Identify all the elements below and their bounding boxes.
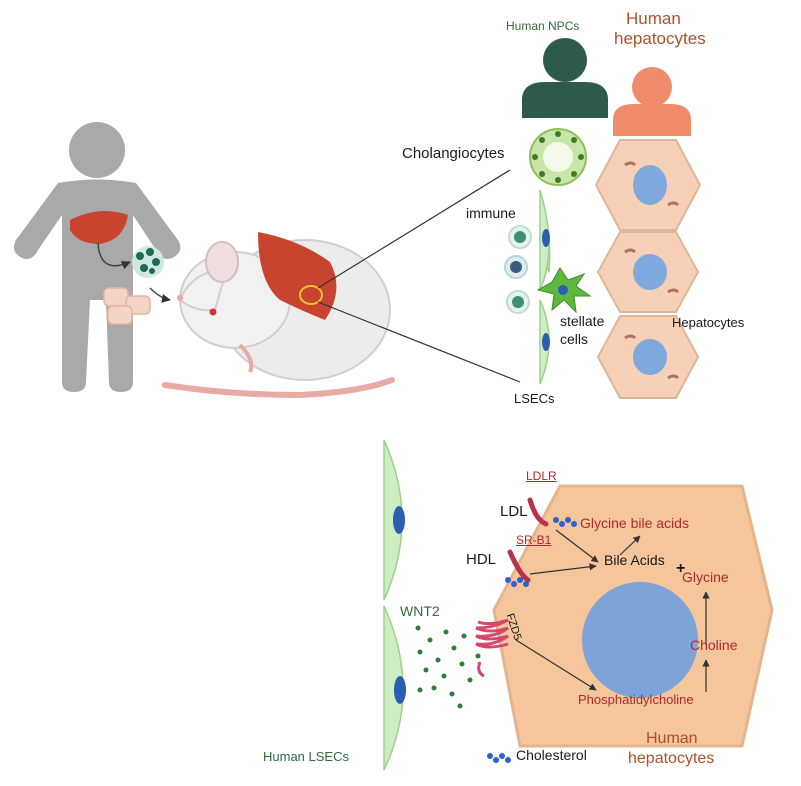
stellate-label-line2: cells bbox=[560, 331, 589, 347]
cell-cluster-icon bbox=[132, 246, 164, 278]
wnt2-label: WNT2 bbox=[400, 603, 440, 619]
liver-icon bbox=[70, 211, 131, 270]
person-icon bbox=[522, 38, 608, 118]
transplant-arrow bbox=[149, 287, 171, 303]
hepatocyte-cluster-icon bbox=[103, 287, 151, 325]
bile-acids-label: Bile Acids bbox=[604, 552, 665, 568]
hepatocytes-label: Hepatocytes bbox=[672, 315, 745, 330]
human-npcs-label: Human NPCs bbox=[506, 19, 580, 33]
bottom-human-hepatocytes-line2: hepatocytes bbox=[628, 750, 715, 767]
glycine-label: Glycine bbox=[682, 569, 729, 585]
srb1-receptor-icon bbox=[507, 549, 531, 583]
ldl-label: LDL bbox=[500, 503, 528, 520]
zoom-line-bottom bbox=[317, 301, 521, 383]
zoom-line-top bbox=[317, 169, 511, 289]
immune-label: immune bbox=[466, 205, 516, 221]
glycine-bile-acids-label: Glycine bile acids bbox=[580, 515, 689, 531]
human-hepatocytes-label-line2: hepatocytes bbox=[614, 29, 706, 48]
lsec-nucleus bbox=[542, 333, 550, 351]
human-silhouette-icon bbox=[14, 122, 181, 392]
lsec-nucleus bbox=[393, 506, 405, 534]
cholangiocyte-icon bbox=[529, 128, 587, 186]
bottom-human-hepatocytes-line1: Human bbox=[646, 730, 698, 747]
fzd5-receptor-icon bbox=[475, 618, 509, 678]
person-icon bbox=[613, 67, 691, 136]
big-hepatocyte-icon bbox=[492, 484, 774, 748]
immune-cell-icon bbox=[504, 225, 532, 314]
hdl-label: HDL bbox=[466, 551, 497, 568]
plus-sign: + bbox=[676, 560, 686, 577]
mouse-icon bbox=[162, 232, 395, 399]
cholangiocytes-label: Cholangiocytes bbox=[402, 145, 505, 162]
wnt2-ligand-dots bbox=[415, 625, 481, 709]
cholesterol-icon bbox=[487, 517, 577, 763]
lsec-nucleus bbox=[394, 676, 406, 704]
human-hepatocytes-label-line1: Human bbox=[626, 9, 681, 28]
srb1-label: SR-B1 bbox=[516, 533, 552, 547]
hepatocyte-icon bbox=[594, 139, 702, 231]
ldlr-label: LDLR bbox=[526, 469, 557, 483]
stellate-cell-icon bbox=[536, 267, 592, 314]
choline-label: Choline bbox=[690, 637, 738, 653]
cholesterol-legend-label: Cholesterol bbox=[516, 747, 587, 763]
lsecs-label: LSECs bbox=[514, 391, 555, 406]
lsec-nucleus bbox=[542, 229, 550, 247]
ldlr-receptor-icon bbox=[527, 497, 549, 527]
stellate-label-line1: stellate bbox=[560, 313, 605, 329]
hepatocyte-icon bbox=[596, 315, 700, 399]
pathway-arrows bbox=[515, 529, 710, 692]
hepatocyte-icon bbox=[596, 231, 700, 313]
phosphatidylcholine-label: Phosphatidylcholine bbox=[578, 692, 694, 707]
human-lsecs-label: Human LSECs bbox=[263, 749, 349, 764]
